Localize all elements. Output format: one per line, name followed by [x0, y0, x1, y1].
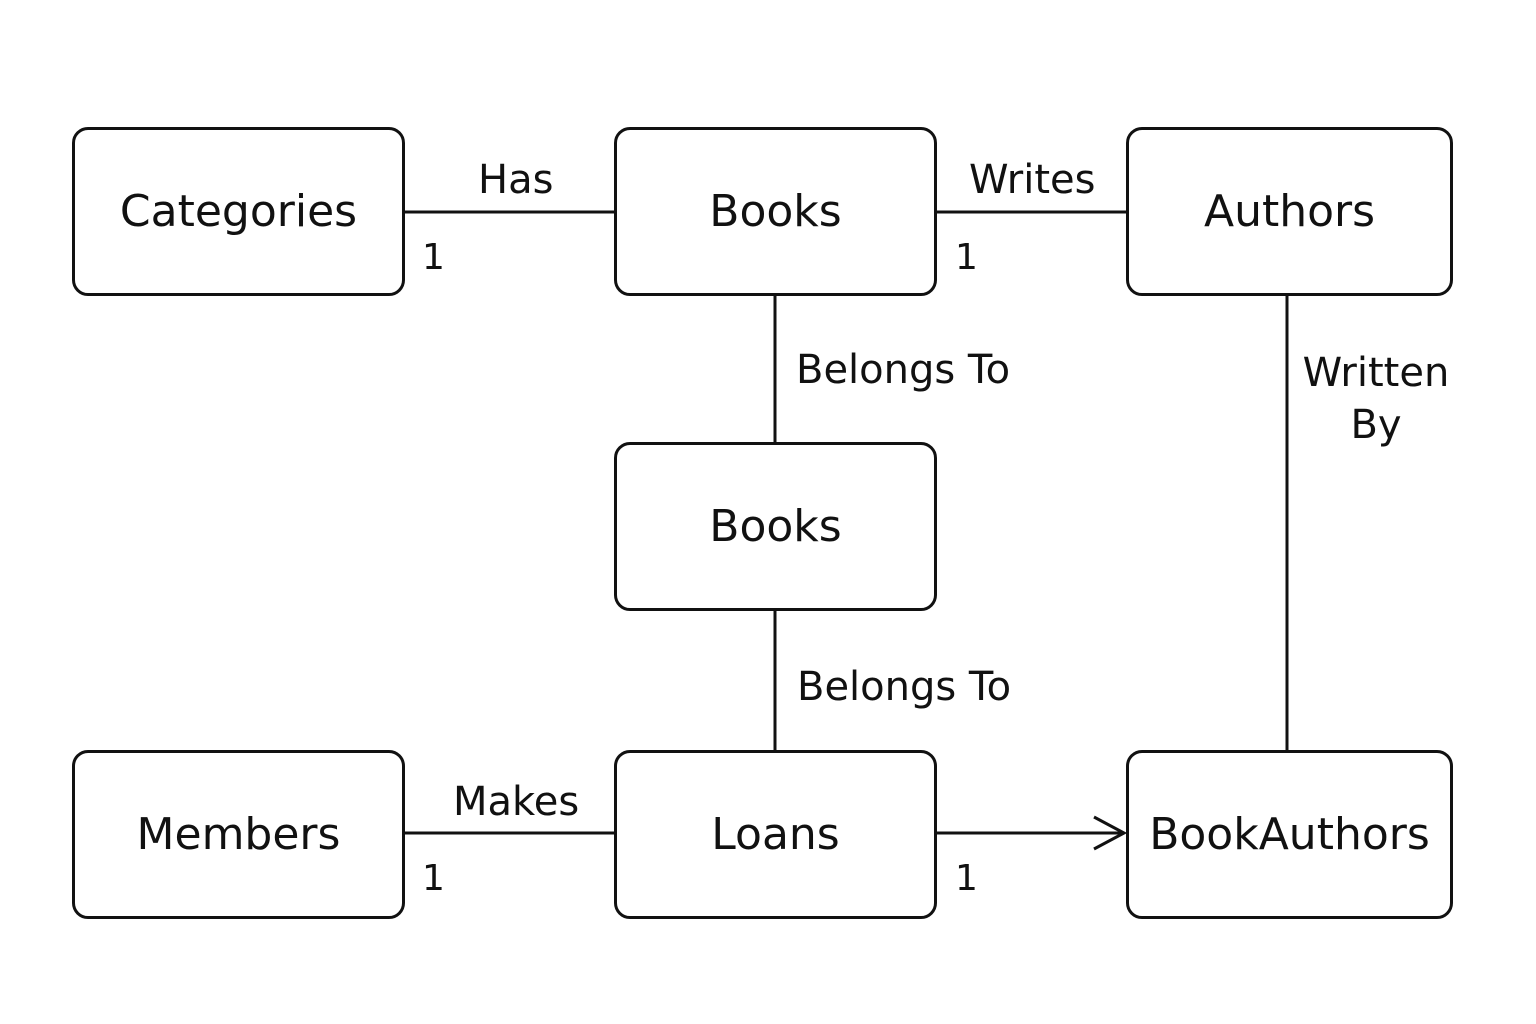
relationship-label-belongs-to-lower: Belongs To — [797, 664, 1012, 710]
relationship-label-has: Has — [478, 157, 554, 203]
entity-categories-label: Categories — [119, 185, 358, 237]
entity-authors[interactable]: Authors — [1126, 127, 1453, 296]
entity-loans-label: Loans — [711, 808, 840, 860]
relationship-label-makes: Makes — [453, 779, 580, 825]
entity-categories[interactable]: Categories — [72, 127, 405, 296]
entity-members-label: Members — [136, 808, 341, 860]
entity-bookauthors-label: BookAuthors — [1149, 808, 1430, 860]
entity-loans[interactable]: Loans — [614, 750, 937, 919]
cardinality-books-authors: 1 — [955, 237, 978, 278]
written-by-line-1: Written — [1302, 350, 1450, 396]
entity-members[interactable]: Members — [72, 750, 405, 919]
entity-books-middle[interactable]: Books — [614, 442, 937, 611]
entity-authors-label: Authors — [1203, 185, 1376, 237]
written-by-line-2: By — [1350, 402, 1402, 448]
entity-books-middle-label: Books — [709, 500, 842, 552]
entity-books-top[interactable]: Books — [614, 127, 937, 296]
entity-books-top-label: Books — [709, 185, 842, 237]
arrowhead-icon — [1093, 815, 1128, 851]
cardinality-members-loans: 1 — [422, 858, 445, 899]
entity-bookauthors[interactable]: BookAuthors — [1126, 750, 1453, 919]
relationship-label-writes: Writes — [969, 157, 1096, 203]
relationship-label-belongs-to-upper: Belongs To — [796, 347, 1011, 393]
relationship-label-written-by: Written By — [1300, 347, 1452, 451]
cardinality-loans-bookauthors: 1 — [955, 858, 978, 899]
cardinality-categories-books: 1 — [422, 237, 445, 278]
